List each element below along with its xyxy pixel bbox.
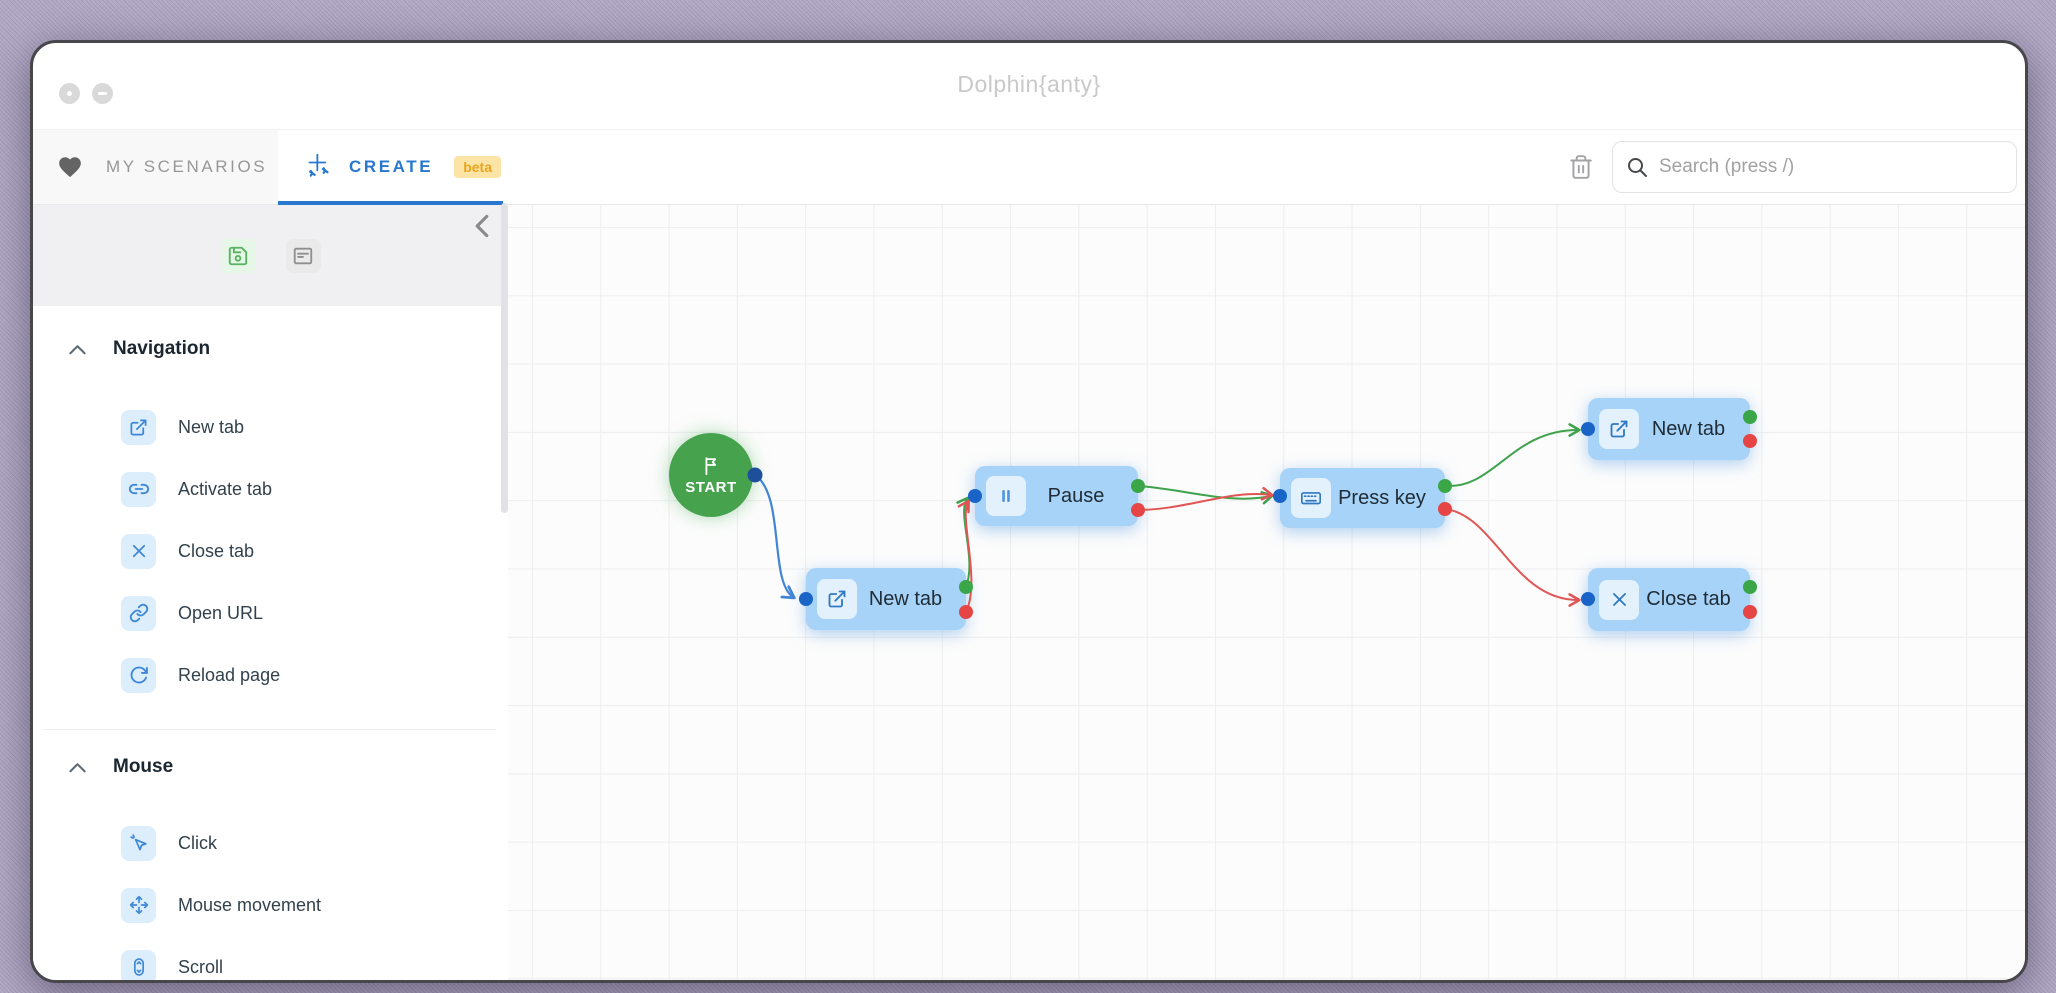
window-minimize-button[interactable] [92,83,113,104]
node-new-tab-2[interactable]: New tab [1588,398,1750,460]
node-close-tab[interactable]: Close tab [1588,568,1750,631]
activate-tab-icon [121,471,156,507]
window-controls [59,83,113,104]
node-label: Close tab [1646,588,1731,610]
trash-icon [1570,155,1592,179]
sidebar-item-label: Scroll [178,956,224,977]
sidebar-item-mouse-movement[interactable]: Mouse movement [33,874,508,936]
sidebar-item-label: Reload page [178,664,281,685]
node-press-key[interactable]: Press key [1280,468,1445,528]
start-node-label: START [685,478,737,496]
collapse-sidebar-button[interactable] [470,213,494,239]
window-close-button[interactable] [59,83,80,104]
sparkles-icon [308,153,329,177]
scroll-icon [121,949,156,980]
node-label: Pause [1047,484,1105,507]
sidebar-item-close-tab[interactable]: Close tab [33,520,508,582]
click-icon [121,825,156,861]
active-tab-underline [278,201,503,205]
save-scenario-button[interactable] [220,238,256,273]
mouse-items: Click Mouse movement Scroll [33,812,508,980]
node-start[interactable]: START [669,433,753,517]
sidebar-item-label: Activate tab [178,478,273,499]
sidebar-item-new-tab[interactable]: New tab [33,396,508,458]
sidebar-scrollbar[interactable] [501,203,508,513]
node-label: New tab [1651,417,1726,440]
flow-canvas[interactable] [508,205,2025,980]
search-box [1612,141,2017,193]
search-icon [1628,158,1647,177]
new-tab-icon [817,579,857,619]
new-tab-icon [121,409,156,445]
close-tab-icon [121,533,156,569]
delete-button[interactable] [1566,150,1596,184]
navigation-items: New tab Activate tab Close tab [33,396,508,706]
tab-create-label: CREATE [348,157,434,176]
pause-icon [986,476,1026,516]
script-view-button[interactable] [285,238,321,273]
heart-icon [59,157,81,178]
section-divider [43,729,496,730]
minus-icon [98,92,107,95]
node-new-tab-1[interactable]: New tab [806,568,966,630]
tab-create[interactable]: CREATE beta [278,130,503,205]
sidebar-item-label: Click [178,832,217,853]
reload-page-icon [121,657,156,693]
tabbar-actions [1566,141,2025,193]
node-label: New tab [868,587,943,610]
tab-my-scenarios[interactable]: MY SCENARIOS [33,130,278,204]
keyboard-icon [1291,478,1331,518]
sidebar-toolbar [33,205,508,306]
section-label: Navigation [113,338,211,359]
section-label: Mouse [113,756,174,777]
search-input[interactable] [1612,141,2017,193]
sidebar-item-label: Open URL [178,602,264,623]
close-tab-icon [1599,579,1639,620]
sidebar-item-open-url[interactable]: Open URL [33,582,508,644]
section-header-mouse[interactable]: Mouse [33,752,508,782]
tabbar: MY SCENARIOS CREATE beta [33,130,2025,205]
actions-sidebar: Navigation New tab Activate tab [33,205,508,980]
mouse-movement-icon [121,887,156,923]
tab-my-scenarios-label: MY SCENARIOS [106,157,268,176]
new-tab-icon [1599,409,1639,449]
sidebar-item-click[interactable]: Click [33,812,508,874]
node-pause[interactable]: Pause [975,466,1138,526]
node-label: Press key [1338,486,1426,509]
sidebar-item-label: New tab [178,416,245,437]
titlebar: Dolphin{anty} [33,43,2025,130]
sidebar-item-label: Close tab [178,540,255,561]
flag-icon [705,456,717,475]
dot-icon [67,91,72,96]
beta-badge: beta [454,156,501,178]
save-icon [228,246,248,265]
chevron-up-icon [69,344,86,354]
section-header-navigation[interactable]: Navigation [33,334,508,364]
chevron-up-icon [69,762,86,772]
chevron-left-icon [475,214,489,238]
sidebar-item-label: Mouse movement [178,894,322,915]
open-url-icon [121,595,156,631]
sidebar-item-reload-page[interactable]: Reload page [33,644,508,706]
sidebar-item-scroll[interactable]: Scroll [33,936,508,980]
window-title: Dolphin{anty} [957,71,1101,97]
form-icon [293,247,313,264]
app-window: Dolphin{anty} MY SCENARIOS CREATE beta [30,40,2028,983]
sidebar-item-activate-tab[interactable]: Activate tab [33,458,508,520]
